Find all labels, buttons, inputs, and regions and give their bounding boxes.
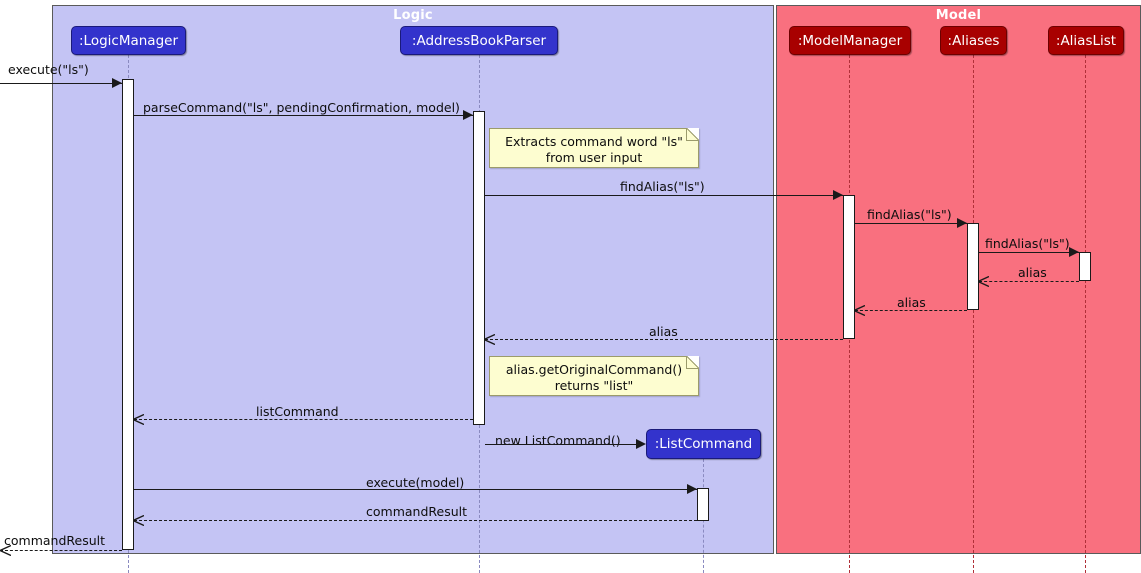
message-line-execute-ls xyxy=(0,83,122,84)
message-line-find-alias-1 xyxy=(485,195,843,196)
message-label-new-list-command: new ListCommand() xyxy=(495,433,621,448)
message-line-command-result-1 xyxy=(134,520,697,521)
message-line-find-alias-2 xyxy=(855,223,967,224)
arrow-head-alias-3 xyxy=(484,334,495,345)
message-label-alias-1: alias xyxy=(1018,265,1047,280)
message-label-find-alias-2: findAlias("ls") xyxy=(867,207,952,222)
message-label-find-alias-1: findAlias("ls") xyxy=(620,179,705,194)
participant-logic-manager[interactable]: :LogicManager xyxy=(71,26,186,55)
message-line-parse-command xyxy=(134,115,473,116)
message-label-alias-3: alias xyxy=(649,324,678,339)
note-extract-command-word: Extracts command word "ls" from user inp… xyxy=(489,128,699,168)
message-label-command-result-1: commandResult xyxy=(366,504,468,519)
activation-alias-list xyxy=(1079,252,1091,281)
participant-list-command[interactable]: :ListCommand xyxy=(646,429,761,459)
activation-logic-manager xyxy=(122,79,134,550)
message-label-execute-ls: execute("ls") xyxy=(8,62,89,77)
message-label-alias-2: alias xyxy=(897,295,926,310)
group-logic: Logic xyxy=(52,5,774,554)
message-line-alias-3 xyxy=(485,339,843,340)
note-line-1: Extracts command word "ls" xyxy=(505,134,683,149)
participant-address-book-parser[interactable]: :AddressBookParser xyxy=(400,26,558,55)
arrow-head-list-command xyxy=(133,414,144,425)
arrow-head-command-result-2 xyxy=(0,545,11,556)
note-line-2: from user input xyxy=(545,150,643,165)
activation-address-book-parser xyxy=(473,111,485,425)
message-line-find-alias-3 xyxy=(979,252,1079,253)
arrow-head-parse-command xyxy=(463,110,473,120)
message-label-command-result-2: commandResult xyxy=(4,533,106,548)
activation-aliases xyxy=(967,223,979,310)
message-label-list-command: listCommand xyxy=(256,404,339,419)
note-2-line-2: returns "list" xyxy=(554,378,634,393)
message-line-alias-2 xyxy=(855,310,967,311)
arrow-head-command-result-1 xyxy=(133,515,144,526)
activation-list-command xyxy=(697,488,709,521)
arrow-head-alias-1 xyxy=(978,276,989,287)
arrow-head-execute-ls xyxy=(112,78,122,88)
message-line-command-result-2 xyxy=(0,550,122,551)
message-label-parse-command: parseCommand("ls", pendingConfirmation, … xyxy=(143,100,460,115)
message-label-execute-model: execute(model) xyxy=(366,475,465,490)
message-line-execute-model xyxy=(134,489,697,490)
arrow-head-find-alias-3 xyxy=(1069,247,1079,257)
participant-model-manager[interactable]: :ModelManager xyxy=(789,26,911,55)
lifeline-aliases xyxy=(973,55,974,573)
arrow-head-alias-2 xyxy=(854,305,865,316)
lifeline-alias-list xyxy=(1085,55,1086,573)
arrow-head-execute-model xyxy=(687,484,697,494)
participant-aliases[interactable]: :Aliases xyxy=(940,26,1007,55)
participant-alias-list[interactable]: :AliasList xyxy=(1048,26,1124,55)
message-line-list-command xyxy=(134,419,473,420)
group-logic-title: Logic xyxy=(393,8,433,23)
note-fold-icon xyxy=(686,128,699,141)
note-2-line-1: alias.getOriginalCommand() xyxy=(505,362,683,377)
arrow-head-new-list-command xyxy=(636,439,646,449)
activation-model-manager xyxy=(843,195,855,339)
message-label-find-alias-3: findAlias("ls") xyxy=(985,236,1070,251)
arrow-head-find-alias-2 xyxy=(957,218,967,228)
arrow-head-find-alias-1 xyxy=(833,190,843,200)
group-model-title: Model xyxy=(935,8,982,23)
message-line-new-list-command xyxy=(485,444,636,445)
message-line-alias-1 xyxy=(979,281,1079,282)
note-fold-icon-2 xyxy=(686,356,699,369)
note-get-original-command: alias.getOriginalCommand() returns "list… xyxy=(489,356,699,396)
